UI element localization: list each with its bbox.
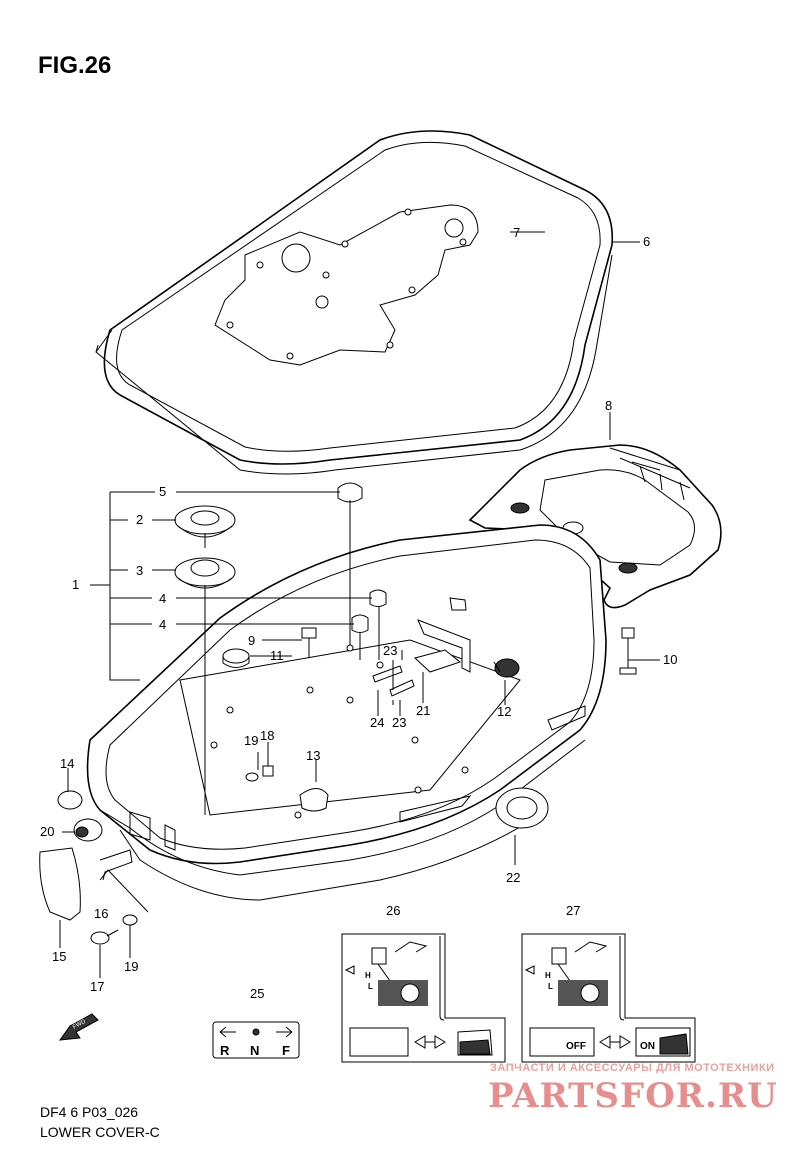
callout-14: 14 [60,756,74,771]
part-2-grommet[interactable] [174,505,236,538]
callout-3: 3 [136,563,143,578]
callout-18: 18 [260,728,274,743]
callout-16: 16 [94,906,108,921]
callout-19-lower: 19 [124,959,138,974]
part-3-grommet[interactable] [174,557,236,589]
callout-17: 17 [90,979,104,994]
shift-label-r: R [220,1043,230,1058]
callout-27: 27 [566,903,580,918]
callout-20: 20 [40,824,54,839]
callout-22: 22 [506,870,520,885]
part-12-knob[interactable] [493,658,520,678]
callout-4-lower: 4 [159,617,166,632]
callout-5: 5 [159,484,166,499]
part-19-washer-lower[interactable] [122,914,138,926]
oil-label-26-h: H [365,971,371,980]
part-13-knob[interactable] [299,788,329,812]
part-18-nut[interactable] [262,765,274,777]
callout-1: 1 [72,577,79,592]
callout-10: 10 [663,652,677,667]
part-10-bolt[interactable] [619,627,637,675]
callout-26: 26 [386,903,400,918]
part-bracket[interactable] [417,597,471,673]
part-7-gasket[interactable] [214,204,479,366]
part-17-screw[interactable] [90,929,119,945]
callout-24: 24 [370,715,384,730]
oil-label-27-h: H [545,971,551,980]
callout-23-lower: 23 [392,715,406,730]
part-14-plug[interactable] [57,790,83,810]
oil-label-26-l: L [368,982,373,991]
callout-19-upper: 19 [244,733,258,748]
part-11-cap[interactable] [222,648,250,668]
part-16-lever[interactable] [99,849,133,881]
oil-label-27-on: ON [640,1041,655,1052]
callout-21: 21 [416,703,430,718]
callout-7: 7 [513,225,520,240]
part-8-handle[interactable] [468,444,722,609]
callout-15: 15 [52,949,66,964]
part-19-washer-upper[interactable] [245,772,259,782]
callout-12: 12 [497,704,511,719]
part-5-plug[interactable] [337,482,363,503]
part-27-oil-label[interactable]: H L OFF ON [521,933,696,1063]
part-9-bolt[interactable] [301,627,317,658]
watermark-brand: PARTSFOR.RU [488,1076,778,1116]
oil-label-27-off: OFF [566,1041,586,1052]
callout-6: 6 [643,234,650,249]
diagram-code: DF4 6 P03_026 [40,1104,139,1120]
oil-label-27-l: L [548,982,553,991]
diagram-name: LOWER COVER-C [40,1124,160,1140]
part-25-shift-label[interactable]: R N F [212,1021,300,1059]
part-22-grommet[interactable] [495,787,549,829]
callout-labels: 1 2 3 4 4 5 6 7 8 9 10 11 12 13 14 15 16… [40,225,677,1001]
part-4-plug-lower[interactable] [351,614,369,633]
fwd-arrow-icon: FWD [58,1013,99,1041]
part-20-grommet[interactable] [73,818,103,842]
callout-4-upper: 4 [159,591,166,606]
part-15-cover[interactable] [39,847,81,921]
callout-25: 25 [250,986,264,1001]
callout-2: 2 [136,512,143,527]
callout-13: 13 [306,748,320,763]
figure-title: FIG.26 [38,52,112,79]
callout-11: 11 [270,648,284,663]
callout-8: 8 [605,398,612,413]
part-26-oil-label[interactable]: H L [341,933,506,1063]
watermark-subtitle: ЗАПЧАСТИ И АКСЕССУАРЫ ДЛЯ МОТОТЕХНИКИ [490,1062,775,1074]
part-21-link[interactable] [413,649,462,673]
leader-lines [59,231,660,978]
part-23-plate[interactable] [372,665,415,697]
part-4-plug-upper[interactable] [369,589,387,607]
shift-label-f: F [282,1043,290,1058]
shift-label-n: N [250,1043,259,1058]
callout-23-upper: 23 [383,643,397,658]
callout-9: 9 [248,633,255,648]
part-1-lower-cover[interactable] [86,524,607,901]
